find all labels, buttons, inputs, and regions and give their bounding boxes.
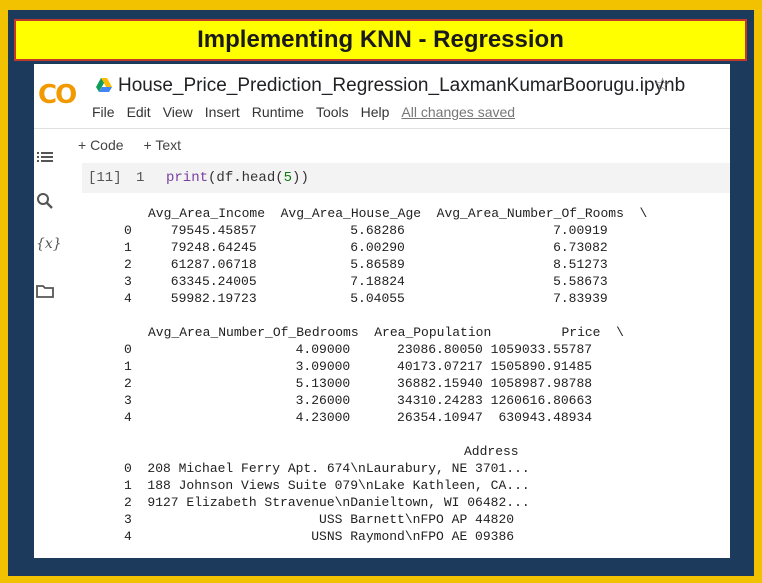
output-header-3: Address [464, 444, 519, 459]
menu-file[interactable]: File [92, 104, 115, 120]
add-text-button[interactable]: + Text [143, 137, 182, 153]
menu-runtime[interactable]: Runtime [251, 104, 304, 120]
code-open-paren: ( [208, 170, 217, 186]
output-row: 2 9127 Elizabeth Stravenue\nDanieltown, … [124, 495, 530, 510]
output-row: 2 61287.06718 5.86589 8.51273 [124, 257, 608, 272]
menu-insert[interactable]: Insert [204, 104, 240, 120]
output-row: 1 79248.64245 6.00290 6.73082 [124, 240, 608, 255]
execution-count: [11] [88, 170, 122, 186]
output-row: 1 3.09000 40173.07217 1505890.91485 [124, 359, 593, 374]
output-header-2: Avg_Area_Number_Of_Bedrooms Area_Populat… [148, 325, 624, 340]
search-icon[interactable] [36, 192, 54, 210]
colab-window: CO House_Price_Prediction_Regression_Lax… [34, 64, 730, 558]
menu-bar: File Edit View Insert Runtime Tools Help… [92, 104, 527, 120]
output-row: 1 188 Johnson Views Suite 079\nLake Kath… [124, 478, 530, 493]
code-close-paren: )) [292, 170, 309, 186]
code-call: df.head( [216, 170, 284, 186]
code-cell[interactable]: [11] 1 print(df.head(5)) [82, 163, 730, 193]
menu-tools[interactable]: Tools [315, 104, 349, 120]
star-icon[interactable]: ☆ [654, 75, 672, 96]
output-row: 0 79545.45857 5.68286 7.00919 [124, 223, 608, 238]
output-row: 3 USS Barnett\nFPO AP 44820 [124, 512, 515, 527]
output-header-1: Avg_Area_Income Avg_Area_House_Age Avg_A… [148, 206, 648, 221]
title-banner: Implementing KNN - Regression [14, 19, 747, 61]
output-row: 3 63345.24005 7.18824 5.58673 [124, 274, 608, 289]
variables-icon[interactable]: {x} [36, 236, 62, 252]
menu-edit[interactable]: Edit [126, 104, 151, 120]
google-drive-icon [96, 78, 112, 92]
line-number: 1 [136, 170, 145, 186]
banner-title: Implementing KNN - Regression [197, 26, 564, 53]
cell-output: Avg_Area_Income Avg_Area_House_Age Avg_A… [82, 197, 730, 553]
output-row: 3 3.26000 34310.24283 1260616.80663 [124, 393, 593, 408]
menu-help[interactable]: Help [360, 104, 390, 120]
output-row: 4 USNS Raymond\nFPO AE 09386 [124, 529, 515, 544]
code-function: print [166, 170, 209, 186]
save-status[interactable]: All changes saved [401, 104, 516, 120]
files-icon[interactable] [36, 282, 54, 300]
output-row: 4 59982.19723 5.04055 7.83939 [124, 291, 608, 306]
code-number: 5 [283, 170, 293, 186]
cell-toolbar: + Code + Text [78, 137, 181, 153]
header-divider [34, 128, 730, 129]
code-line[interactable]: print(df.head(5)) [166, 170, 309, 186]
notebook-title[interactable]: House_Price_Prediction_Regression_Laxman… [118, 75, 686, 96]
output-row: 0 208 Michael Ferry Apt. 674\nLaurabury,… [124, 461, 530, 476]
add-code-button[interactable]: + Code [78, 137, 124, 153]
menu-view[interactable]: View [162, 104, 193, 120]
output-row: 4 4.23000 26354.10947 630943.48934 [124, 410, 593, 425]
output-row: 2 5.13000 36882.15940 1058987.98788 [124, 376, 593, 391]
colab-logo[interactable]: CO [38, 80, 77, 110]
table-of-contents-icon[interactable] [36, 148, 54, 166]
output-row: 0 4.09000 23086.80050 1059033.55787 [124, 342, 593, 357]
